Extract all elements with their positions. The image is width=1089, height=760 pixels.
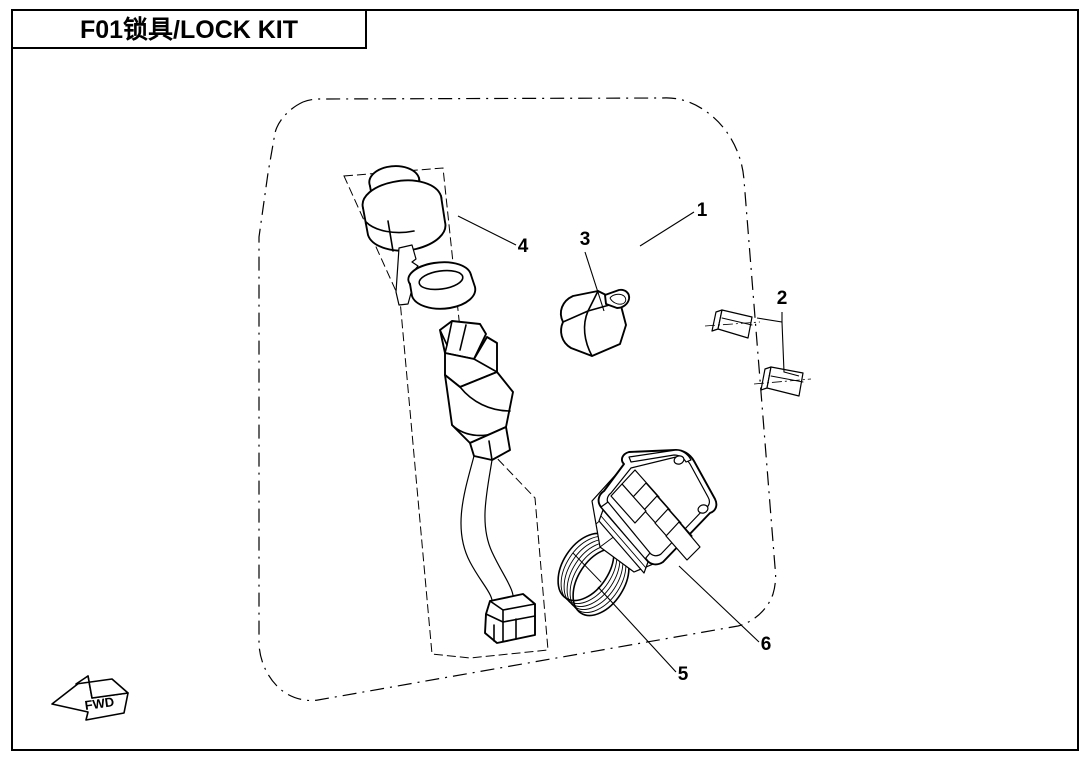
callout-leaders (457, 211, 800, 673)
cap-top-edge-bars (600, 449, 692, 560)
cap-hinge-pins (673, 455, 709, 514)
callout-label-4[interactable]: 4 (518, 236, 529, 257)
callout-label-3[interactable]: 3 (580, 229, 591, 250)
leader-2a (756, 312, 783, 323)
assembly-outline-1 (258, 97, 777, 702)
callout-label-1[interactable]: 1 (697, 200, 708, 221)
lock-cylinder-body (439, 320, 514, 461)
leader-2b (781, 321, 800, 377)
leader-4 (457, 215, 517, 246)
ignition-group-outline-4 (343, 167, 549, 659)
leader-1 (639, 211, 695, 247)
forward-direction-label: FWD (84, 694, 115, 713)
callout-label-2[interactable]: 2 (777, 288, 788, 309)
page-title: F01锁具/LOCK KIT (80, 15, 298, 44)
part-ignition-switch-with-key (361, 165, 536, 644)
callout-label-6[interactable]: 6 (761, 634, 772, 655)
harness-connector-plug (484, 593, 536, 644)
part-fuel-tank-cap-cover (591, 449, 718, 574)
lock-barrel-head (361, 179, 447, 252)
callout-labels: 1 2 3 4 5 6 (518, 200, 788, 685)
page-frame (11, 9, 1079, 751)
leader-3 (584, 251, 605, 312)
leader-5 (597, 586, 677, 673)
cap-side-skirt (598, 509, 649, 574)
flanged-bushing-lower (753, 366, 812, 397)
part-rubber-cap (559, 288, 631, 357)
forward-direction-arrow: FWD (51, 675, 129, 721)
flanged-bushing-upper (704, 309, 761, 339)
leader-6 (678, 565, 760, 643)
switch-washer (407, 261, 477, 310)
callout-label-5[interactable]: 5 (678, 664, 689, 685)
part-flanged-bushings (704, 309, 812, 397)
wiring-harness-cable (460, 455, 515, 608)
title-box: F01锁具/LOCK KIT (11, 9, 367, 49)
cap-grille-slats (610, 469, 701, 561)
